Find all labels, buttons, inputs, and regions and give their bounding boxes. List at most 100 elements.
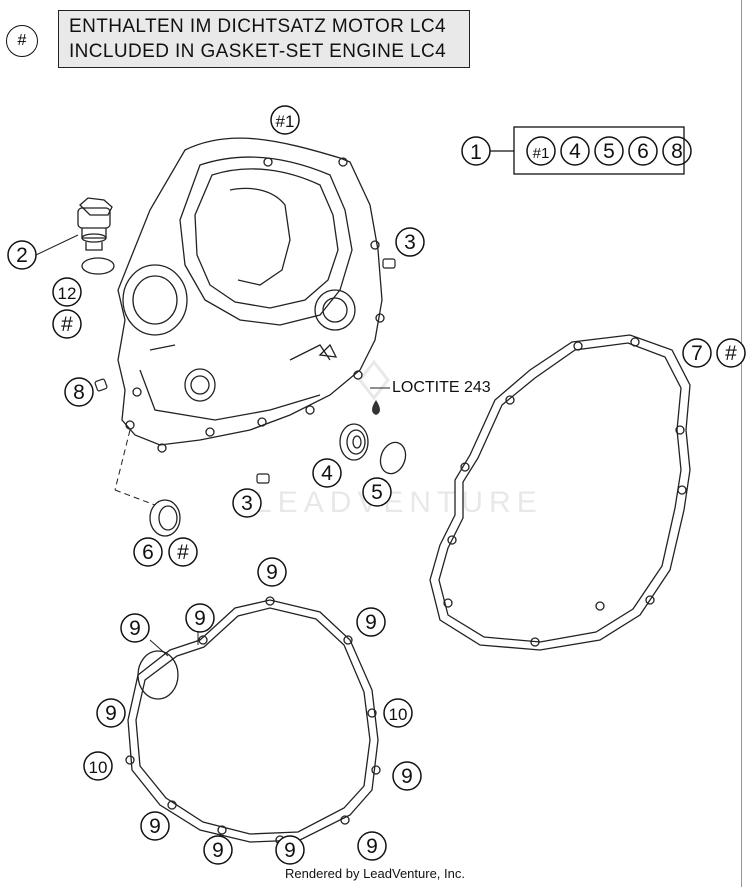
callout-text: 9 bbox=[365, 611, 377, 634]
callout-part-4: 4 bbox=[312, 458, 342, 488]
leader-lines bbox=[35, 234, 390, 657]
watermark: LEADVENTURE bbox=[255, 359, 543, 519]
callout-seal-6: 6 bbox=[133, 537, 163, 567]
callout-text: 8 bbox=[73, 381, 85, 404]
callout-screw-3-bottom: 3 bbox=[232, 488, 262, 518]
callout-g9-bottom-1: 9 bbox=[203, 835, 233, 865]
dash-line-cover bbox=[114, 429, 131, 491]
kit-item: 6 bbox=[628, 136, 658, 166]
kit-item: #1 bbox=[526, 136, 556, 166]
callout-text: 9 bbox=[149, 815, 161, 838]
callout-circle bbox=[275, 835, 305, 865]
callout-oring-12: 12 bbox=[52, 277, 82, 307]
callout-text: 9 bbox=[366, 835, 378, 858]
callout-text: 2 bbox=[16, 244, 28, 267]
callout-screw-8: 8 bbox=[64, 377, 94, 407]
callout-text: 7 bbox=[691, 342, 703, 365]
kit-item-text: #1 bbox=[533, 145, 550, 162]
callout-text: 3 bbox=[404, 231, 416, 254]
oil-plug bbox=[77, 197, 113, 251]
legend-line-de: ENTHALTEN IM DICHTSATZ MOTOR LC4 bbox=[69, 16, 446, 37]
watermark-text: LEADVENTURE bbox=[255, 486, 543, 519]
kit-item-text: 6 bbox=[637, 140, 649, 163]
kit-item-circle bbox=[628, 136, 658, 166]
inner-gasket bbox=[125, 596, 381, 845]
callout-circle bbox=[133, 537, 163, 567]
callout-circle bbox=[257, 557, 287, 587]
kit-item: 4 bbox=[560, 136, 590, 166]
kit-item-circle bbox=[594, 136, 624, 166]
callout-gasket-7-hash: # bbox=[716, 338, 746, 368]
callout-circle bbox=[312, 458, 342, 488]
kit-item-circle bbox=[526, 136, 556, 166]
callout-text: # bbox=[61, 313, 73, 336]
kit-item-circle bbox=[662, 136, 692, 166]
callout-g10-left: 10 bbox=[83, 751, 113, 781]
callout-circle bbox=[140, 811, 170, 841]
cover-gasket bbox=[429, 334, 691, 651]
callout-text: 4 bbox=[321, 462, 333, 485]
callout-g9-upper-mid: 9 bbox=[185, 603, 215, 633]
callout-text: 9 bbox=[212, 839, 224, 862]
callout-circle bbox=[64, 377, 94, 407]
callout-part-5: 5 bbox=[362, 477, 392, 507]
kit-item-text: 5 bbox=[603, 140, 615, 163]
callout-g9-right-upper: 9 bbox=[356, 607, 386, 637]
callout-g9-left-upper: 9 bbox=[120, 613, 150, 643]
callout-circle bbox=[96, 698, 126, 728]
kit-number: 1 bbox=[470, 141, 482, 164]
callout-text: # bbox=[177, 541, 189, 564]
callout-text: #1 bbox=[276, 112, 295, 131]
legend-box: ENTHALTEN IM DICHTSATZ MOTOR LC4 INCLUDE… bbox=[58, 10, 470, 68]
legend-marker: # bbox=[6, 25, 38, 57]
dash-line-seal bbox=[114, 489, 156, 506]
kit-item-text: 4 bbox=[569, 140, 581, 163]
set-screw bbox=[94, 378, 108, 392]
callout-text: 10 bbox=[89, 758, 108, 777]
callout-text: # bbox=[725, 342, 737, 365]
callout-circle bbox=[270, 105, 300, 135]
callout-g9-bottom-3: 9 bbox=[357, 831, 387, 861]
cover-screws bbox=[256, 258, 396, 484]
callout-circle bbox=[392, 761, 422, 791]
page-edge-line bbox=[741, 0, 742, 887]
callout-circle bbox=[185, 603, 215, 633]
callout-circle bbox=[682, 338, 712, 368]
callout-gasket-7: 7 bbox=[682, 338, 712, 368]
callout-g9-left-mid: 9 bbox=[96, 698, 126, 728]
callout-circle bbox=[395, 227, 425, 257]
callout-g9-bottom-2: 9 bbox=[275, 835, 305, 865]
callout-oring-hash: # bbox=[52, 309, 82, 339]
callout-cover: #1 bbox=[270, 105, 300, 135]
callout-text: 9 bbox=[105, 702, 117, 725]
callout-seal-6-hash: # bbox=[168, 537, 198, 567]
callout-g9-bottom-left: 9 bbox=[140, 811, 170, 841]
callout-circle bbox=[83, 751, 113, 781]
callout-screw-3-top: 3 bbox=[395, 227, 425, 257]
loctite-drop bbox=[372, 400, 380, 415]
callout-circle bbox=[52, 309, 82, 339]
plug-oring bbox=[81, 257, 115, 275]
kit-item: 8 bbox=[662, 136, 692, 166]
kit-item-text: 8 bbox=[671, 140, 683, 163]
callout-text: 9 bbox=[284, 839, 296, 862]
callout-circle bbox=[362, 477, 392, 507]
callout-text: 9 bbox=[194, 607, 206, 630]
callout-circle bbox=[716, 338, 746, 368]
callout-text: 9 bbox=[401, 765, 413, 788]
shaft-oring bbox=[379, 441, 407, 475]
callout-text: 5 bbox=[371, 481, 383, 504]
kit-item: 5 bbox=[594, 136, 624, 166]
callout-circle bbox=[357, 831, 387, 861]
callout-text: 9 bbox=[129, 617, 141, 640]
callout-circle bbox=[7, 240, 37, 270]
kit-box bbox=[513, 126, 685, 175]
callout-text: 3 bbox=[241, 492, 253, 515]
callout-plug: 2 bbox=[7, 240, 37, 270]
footer-credit: Rendered by LeadVenture, Inc. bbox=[285, 866, 465, 881]
kit-item-circle bbox=[560, 136, 590, 166]
legend-marker-text: # bbox=[17, 32, 27, 49]
